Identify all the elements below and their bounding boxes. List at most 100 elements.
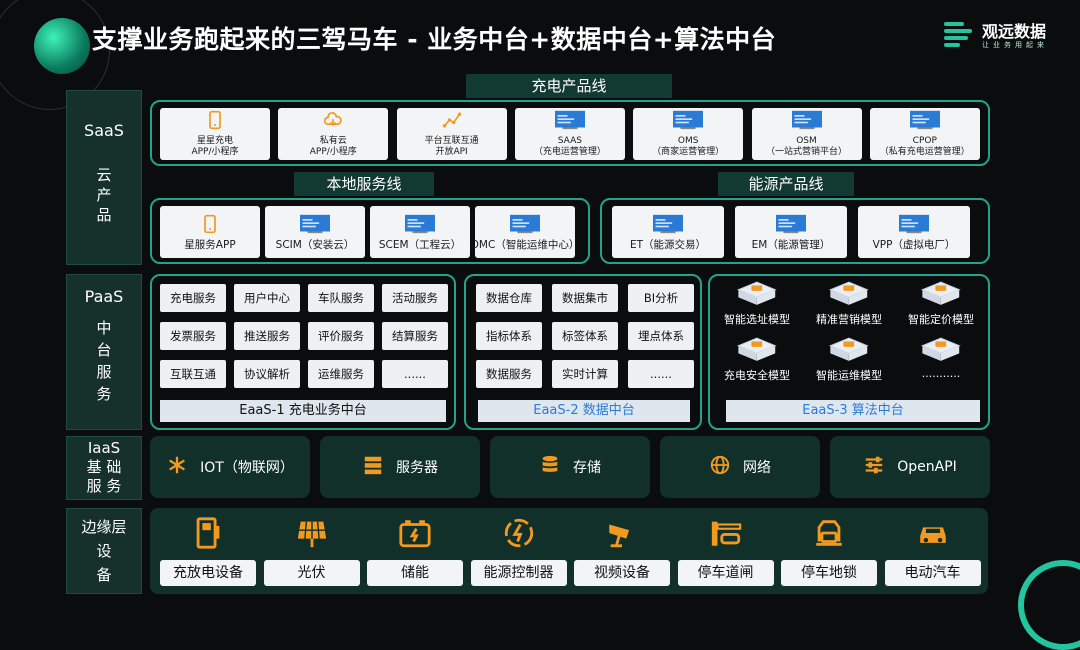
screen-icon [652,214,684,237]
biz-service[interactable]: 运维服务 [308,360,374,388]
algo-model[interactable]: 智能运维模型 [804,336,894,383]
algo-platform-label: EaaS-3 算法中台 [726,400,980,422]
energy-card-label: VPP（虚拟电厂） [872,238,956,251]
algo-model[interactable]: 智能定价模型 [896,280,986,327]
algo-model-label: 智能定价模型 [908,313,974,326]
charger-icon [191,516,225,554]
car-icon [916,516,950,554]
iot-icon [166,454,188,480]
algo-model-label: 智能运维模型 [816,369,882,382]
edge-device[interactable]: 充放电设备 [160,516,256,586]
model-icon [736,336,778,365]
edge-device[interactable]: 电动汽车 [884,516,981,586]
model-icon [920,280,962,309]
energy-line-title: 能源产品线 [718,172,854,196]
algo-model-label: 智能选址模型 [724,313,790,326]
biz-service[interactable]: 活动服务 [382,284,448,312]
biz-service[interactable]: ...... [382,360,448,388]
charging-card-3[interactable]: SAAS （充电运营管理） [514,108,625,160]
energy-card-1[interactable]: EM（能源管理） [735,206,847,258]
local-card-label: OMC（智能运维中心） [470,238,580,251]
edge-device-label: 视频设备 [574,560,670,586]
charging-card-5[interactable]: OSM （一站式营销平台） [751,108,862,160]
iaas-item-label: 服务器 [396,460,438,476]
charging-line-panel [150,100,990,166]
data-service[interactable]: 指标体系 [476,322,542,350]
biz-service[interactable]: 评价服务 [308,322,374,350]
algo-model-label: 充电安全模型 [724,369,790,382]
iaas-item-label: IOT（物联网） [200,460,294,476]
gate-icon [709,516,743,554]
screen-icon [509,214,541,237]
local-card-0[interactable]: 星服务APP [160,206,260,258]
screen-icon [791,110,823,134]
biz-service[interactable]: 推送服务 [234,322,300,350]
charging-card-4[interactable]: OMS （商家运营管理） [633,108,744,160]
side-iaas: IaaS 基 础 服 务 [66,436,142,500]
iaas-item[interactable]: OpenAPI [830,436,990,498]
data-service[interactable]: 实时计算 [552,360,618,388]
iaas-item[interactable]: IOT（物联网） [150,436,310,498]
energy-card-2[interactable]: VPP（虚拟电厂） [858,206,970,258]
energy-card-0[interactable]: ET（能源交易） [612,206,724,258]
edge-device-label: 停车道闸 [677,560,774,586]
algo-model[interactable]: 智能选址模型 [712,280,802,327]
biz-service[interactable]: 充电服务 [160,284,226,312]
charging-card-2[interactable]: 平台互联互通 开放API [396,108,507,160]
algo-model[interactable]: 精准营销模型 [804,280,894,327]
side-saas: SaaS 云 产 品 [66,90,142,265]
sliders-icon [863,454,885,480]
edge-device[interactable]: 停车地锁 [781,516,877,586]
biz-service[interactable]: 结算服务 [382,322,448,350]
edge-device[interactable]: 停车道闸 [677,516,774,586]
biz-service[interactable]: 互联互通 [160,360,226,388]
charging-card-6[interactable]: CPOP （私有充电运营管理） [869,108,980,160]
local-card-label: SCEM（工程云） [378,238,462,251]
globe-icon [709,454,731,480]
side-saas-label: SaaS [84,121,124,140]
model-icon [920,336,962,365]
data-service[interactable]: ...... [628,360,694,388]
biz-service[interactable]: 发票服务 [160,322,226,350]
local-line-panel [150,198,590,264]
data-service[interactable]: 标签体系 [552,322,618,350]
logo-icon [944,22,974,48]
charging-card-0[interactable]: 星星充电 APP/小程序 [160,108,270,160]
data-service[interactable]: BI分析 [628,284,694,312]
edge-device[interactable]: 视频设备 [574,516,670,586]
biz-service[interactable]: 协议解析 [234,360,300,388]
edge-device[interactable]: 光伏 [263,516,360,586]
cloud-icon [323,110,343,134]
edge-device-label: 储能 [367,560,463,586]
edge-device-label: 停车地锁 [781,560,877,586]
biz-service[interactable]: 车队服务 [308,284,374,312]
energy-card-label: EM（能源管理） [751,238,831,251]
data-service[interactable]: 数据集市 [552,284,618,312]
algo-model[interactable]: ........... [896,336,986,380]
data-service[interactable]: 数据服务 [476,360,542,388]
iaas-item[interactable]: 服务器 [320,436,480,498]
edge-device[interactable]: 能源控制器 [470,516,567,586]
data-service[interactable]: 数据仓库 [476,284,542,312]
screen-icon [672,110,704,134]
side-iaas-label: IaaS 基 础 服 务 [86,439,122,495]
phone-icon [200,214,220,237]
local-card-2[interactable]: SCEM（工程云） [370,206,470,258]
energy-card-label: ET（能源交易） [629,238,707,251]
biz-platform-panel [150,274,456,430]
local-card-1[interactable]: SCIM（安装云） [265,206,365,258]
iaas-item[interactable]: 存储 [490,436,650,498]
biz-service[interactable]: 用户中心 [234,284,300,312]
side-edge-label: 边缘层 设 备 [81,518,127,584]
charging-card-label: CPOP （私有充电运营管理） [879,136,970,157]
iaas-item[interactable]: 网络 [660,436,820,498]
algo-model[interactable]: 充电安全模型 [712,336,802,383]
model-icon [736,280,778,309]
server-icon [362,454,384,480]
algo-model-label: ........... [921,367,961,380]
charging-card-label: SAAS （充电运营管理） [533,136,606,157]
data-service[interactable]: 埋点体系 [628,322,694,350]
charging-card-1[interactable]: 私有云 APP/小程序 [278,108,389,160]
edge-device[interactable]: 储能 [367,516,463,586]
local-card-3[interactable]: OMC（智能运维中心） [471,206,579,258]
